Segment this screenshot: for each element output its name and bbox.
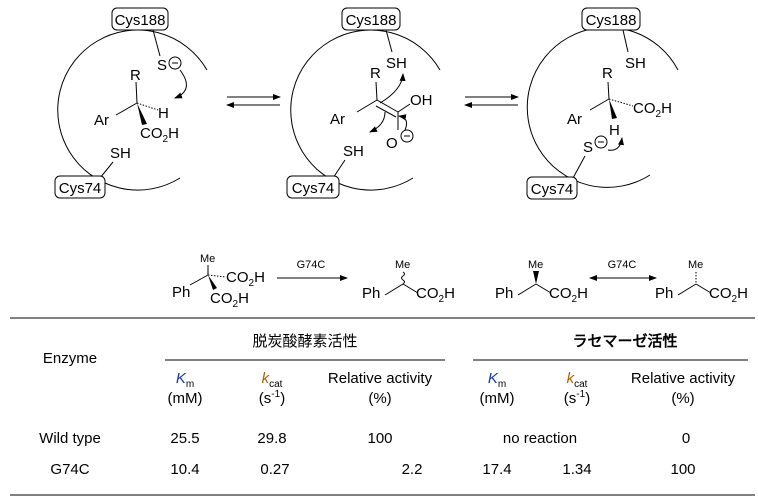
svg-text:G74C: G74C bbox=[50, 461, 89, 478]
thiolate: S bbox=[583, 139, 593, 156]
carboxylic-acid: CO2H bbox=[226, 269, 265, 289]
hydroxyl: OH bbox=[410, 92, 433, 109]
aryl: Ar bbox=[94, 112, 109, 129]
table-row: Wild type 25.5 29.8 100 no reaction 0 bbox=[39, 430, 690, 447]
svg-text:no reaction: no reaction bbox=[503, 430, 577, 447]
svg-text:100: 100 bbox=[367, 430, 392, 447]
svg-text:1.34: 1.34 bbox=[562, 461, 591, 478]
cys74-label: Cys74 bbox=[59, 180, 102, 197]
hydrogen: H bbox=[158, 105, 169, 122]
enzyme-label: G74C bbox=[608, 259, 637, 271]
cys188-box bbox=[111, 7, 169, 31]
cys188-label: Cys188 bbox=[346, 12, 397, 29]
carboxylic-acid: CO2H bbox=[416, 285, 455, 305]
enzyme-label: G74C bbox=[297, 259, 326, 271]
table-row: G74C 10.4 0.27 2.2 17.4 1.34 100 bbox=[50, 461, 695, 478]
column-headers-2: Km (mM) kcat (s-1) Relative activity (%) bbox=[480, 370, 736, 407]
svg-text:Relative activity: Relative activity bbox=[328, 370, 433, 387]
kinetics-table: 脱炭酸酵素活性 ラセマーゼ活性 Enzyme Km (mM) kcat (s-1… bbox=[10, 317, 755, 496]
mechanism-panel-3: Cys188 SH R Ar CO2H H S Cys74 bbox=[526, 7, 679, 200]
svg-text:25.5: 25.5 bbox=[170, 430, 199, 447]
methyl: Me bbox=[528, 259, 543, 271]
svg-text:Km: Km bbox=[488, 370, 506, 390]
negative-charge-icon bbox=[168, 56, 182, 70]
methyl: Me bbox=[688, 259, 703, 271]
mechanism-panel-1: Cys188 S R Ar H CO2H SH Cys74 bbox=[54, 7, 208, 199]
carboxylic-acid: CO2H bbox=[633, 100, 672, 120]
column-headers-1: Km (mM) kcat (s-1) Relative activity (%) bbox=[168, 370, 433, 407]
phenyl: Ph bbox=[655, 285, 673, 302]
aryl: Ar bbox=[567, 111, 582, 128]
methyl: Me bbox=[395, 259, 410, 271]
decarboxylation-reaction: Me CO2H CO2H Ph G74C Me Ph CO2H bbox=[172, 253, 455, 310]
svg-text:100: 100 bbox=[670, 461, 695, 478]
carboxylic-acid: CO2H bbox=[210, 290, 249, 310]
thiolate: S bbox=[157, 57, 167, 74]
svg-text:kcat: kcat bbox=[567, 370, 588, 390]
svg-text:(%): (%) bbox=[368, 390, 391, 407]
enzyme-header: Enzyme bbox=[43, 350, 97, 367]
phenyl: Ph bbox=[362, 285, 380, 302]
carboxylic-acid: CO2H bbox=[140, 125, 179, 145]
svg-text:0.27: 0.27 bbox=[260, 461, 289, 478]
equilibrium-arrow-1 bbox=[226, 94, 281, 108]
mechanism-panel-2: Cys188 SH R Ar OH O SH Cys74 bbox=[286, 7, 441, 199]
svg-text:Wild type: Wild type bbox=[39, 430, 101, 447]
equilibrium-arrow-2 bbox=[464, 94, 519, 108]
r-group: R bbox=[370, 65, 381, 82]
phenyl: Ph bbox=[172, 284, 190, 301]
svg-text:17.4: 17.4 bbox=[482, 461, 511, 478]
thiol: SH bbox=[625, 55, 646, 72]
electron-arrow bbox=[174, 69, 187, 99]
decarboxylase-activity-header: 脱炭酸酵素活性 bbox=[252, 333, 357, 350]
enzyme-pocket bbox=[57, 29, 208, 191]
carboxylic-acid: CO2H bbox=[709, 285, 748, 305]
svg-text:(s-1): (s-1) bbox=[259, 389, 285, 407]
cys74-label: Cys74 bbox=[292, 180, 335, 197]
cys188-label: Cys188 bbox=[115, 12, 166, 29]
svg-text:Km: Km bbox=[176, 370, 194, 390]
thiol: SH bbox=[386, 55, 407, 72]
svg-text:10.4: 10.4 bbox=[170, 461, 199, 478]
racemase-activity-header: ラセマーゼ活性 bbox=[572, 332, 677, 350]
cys188-label: Cys188 bbox=[586, 12, 637, 29]
r-group: R bbox=[130, 67, 141, 84]
hydrogen: H bbox=[609, 122, 620, 139]
svg-text:(%): (%) bbox=[671, 390, 694, 407]
thiol: SH bbox=[343, 143, 364, 160]
methyl: Me bbox=[200, 253, 215, 265]
thiol: SH bbox=[110, 145, 131, 162]
r-group: R bbox=[602, 65, 613, 82]
phenyl: Ph bbox=[495, 285, 513, 302]
aryl: Ar bbox=[330, 111, 345, 128]
svg-text:(s-1): (s-1) bbox=[564, 389, 590, 407]
svg-text:kcat: kcat bbox=[262, 370, 283, 390]
carboxylic-acid: CO2H bbox=[549, 285, 588, 305]
svg-text:(mM): (mM) bbox=[480, 390, 515, 407]
cys74-label: Cys74 bbox=[531, 181, 574, 198]
racemization-reaction: Me Ph CO2H G74C Me Ph CO2H bbox=[495, 259, 748, 305]
svg-text:2.2: 2.2 bbox=[402, 461, 423, 478]
svg-text:29.8: 29.8 bbox=[257, 430, 286, 447]
svg-text:Relative activity: Relative activity bbox=[631, 370, 736, 387]
enolate-oxygen: O bbox=[386, 135, 398, 152]
svg-text:(mM): (mM) bbox=[168, 390, 203, 407]
svg-text:0: 0 bbox=[682, 430, 690, 447]
